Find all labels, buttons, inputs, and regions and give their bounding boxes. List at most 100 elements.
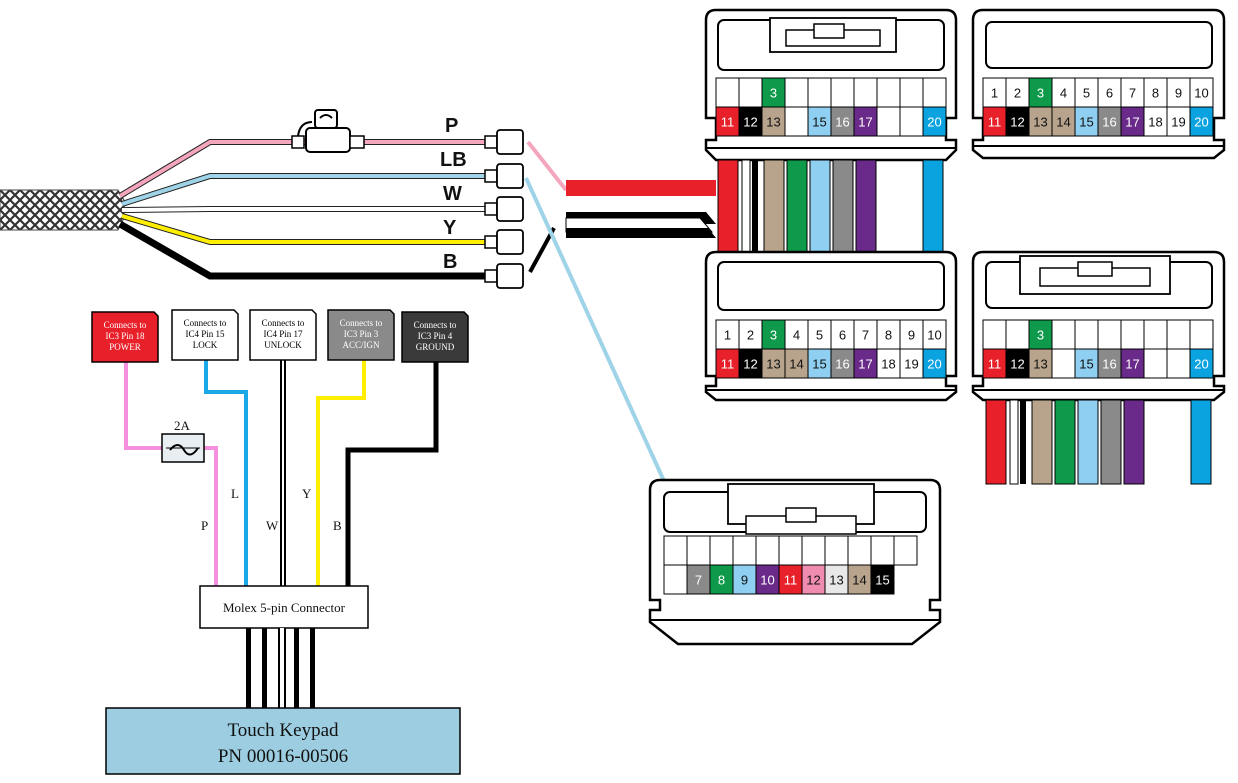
pin-number: 1 — [991, 86, 998, 101]
pin-number: 13 — [1033, 357, 1047, 372]
pin-number: 16 — [835, 115, 849, 130]
pin-number: 6 — [1106, 86, 1113, 101]
pin-number: 4 — [793, 328, 800, 343]
pin-number: 14 — [1056, 115, 1070, 130]
pin-cell — [663, 564, 688, 595]
pin-number: 5 — [816, 328, 823, 343]
terminal-w — [484, 196, 524, 222]
pin-cell — [893, 535, 918, 566]
terminal-p — [484, 129, 524, 155]
pin-cell — [922, 77, 947, 108]
pin-cell — [1120, 319, 1145, 350]
connect-box-ground — [401, 311, 469, 363]
molex-label: Molex 5-pin Connector — [223, 600, 346, 615]
pin-number: 4 — [1060, 86, 1067, 101]
wire-label-lb: LB — [440, 149, 467, 171]
connect-box-text: IC3 Pin 3 — [344, 329, 379, 339]
fuse-label: 2A — [174, 418, 191, 433]
pin-number: 20 — [1194, 115, 1208, 130]
pin-number: 13 — [1033, 115, 1047, 130]
pin-cell — [686, 535, 711, 566]
inline-fuse-icon — [291, 109, 365, 153]
pin-number: 11 — [988, 357, 1002, 372]
connect-box-text: IC3 Pin 18 — [105, 331, 145, 341]
bundle-wires — [565, 180, 716, 238]
connect-box-text: LOCK — [193, 340, 218, 350]
connect-box-power — [91, 311, 159, 363]
pin-number: 7 — [695, 573, 702, 588]
pin-number: 11 — [721, 357, 735, 372]
connect-box-text: Connects to — [414, 320, 457, 330]
pin-number: 5 — [1083, 86, 1090, 101]
pin-number: 9 — [1175, 86, 1182, 101]
pin-cell — [982, 319, 1007, 350]
pin-number: 2 — [747, 328, 754, 343]
pin-number: 12 — [743, 115, 757, 130]
pin-cell — [899, 77, 924, 108]
pin-number: 20 — [927, 115, 941, 130]
pin-cell — [847, 535, 872, 566]
keypad-part-number: PN 00016-00506 — [218, 746, 348, 767]
pin-number: 13 — [766, 357, 780, 372]
terminal-b — [484, 263, 524, 289]
pin-number: 15 — [1079, 357, 1093, 372]
connect-box-unlock — [249, 309, 317, 361]
fuse-2a-icon — [161, 433, 205, 463]
pin-number: 3 — [770, 328, 777, 343]
pin-cell — [663, 535, 688, 566]
lower-wire-label-p: P — [201, 518, 208, 533]
lower-wire-p — [124, 360, 164, 450]
pin-cell — [1005, 319, 1030, 350]
keypad-leads — [246, 628, 315, 708]
pin-number: 17 — [1125, 357, 1139, 372]
pin-number: 10 — [927, 328, 941, 343]
wire-lb — [121, 173, 485, 207]
pin-cell — [1189, 106, 1214, 137]
pin-number: 14 — [852, 573, 866, 588]
pin-number: 9 — [908, 328, 915, 343]
pin-number: 15 — [875, 573, 889, 588]
molex-connector — [199, 585, 369, 629]
pin-cell — [715, 77, 740, 108]
pin-cell — [876, 77, 901, 108]
keypad-wiring: 2A P L W Y B Molex 5-pin Connector Touch… — [105, 360, 461, 775]
connect-box-text: Connects to — [262, 318, 305, 328]
keypad-title: Touch Keypad — [227, 720, 339, 741]
wire-label-p: P — [445, 115, 458, 137]
pin-number: 8 — [1152, 86, 1159, 101]
pin-number: 14 — [789, 357, 803, 372]
lower-wire-label-b: B — [333, 518, 342, 533]
pin-cell — [870, 535, 895, 566]
pin-cell — [778, 535, 803, 566]
terminal-y — [484, 229, 524, 255]
pin-number: 7 — [862, 328, 869, 343]
pin-number: 10 — [1194, 86, 1208, 101]
pin-number: 8 — [885, 328, 892, 343]
pin-number: 8 — [718, 573, 725, 588]
pin-number: 19 — [904, 357, 918, 372]
pin-number: 16 — [1102, 115, 1116, 130]
connect-box-text: UNLOCK — [264, 340, 302, 350]
connect-box-text: Connects to — [184, 318, 227, 328]
pin-number: 11 — [721, 115, 735, 130]
pin-cell — [1143, 348, 1168, 379]
pin-cell — [1189, 348, 1214, 379]
lower-wire-label-l: L — [231, 486, 239, 501]
connect-box-text: Connects to — [340, 318, 383, 328]
connect-box-text: Connects to — [104, 320, 147, 330]
pin-number: 10 — [760, 573, 774, 588]
connect-box-text: IC4 Pin 15 — [185, 329, 225, 339]
lower-wire-label-y: Y — [302, 486, 312, 501]
pin-cell — [1166, 348, 1191, 379]
pin-number: 18 — [1148, 115, 1162, 130]
pin-cell — [1051, 319, 1076, 350]
lower-wire-y — [316, 360, 366, 588]
connect-box-accign — [327, 309, 395, 361]
spade-terminals — [484, 129, 524, 289]
pin-cell — [807, 77, 832, 108]
pin-number: 12 — [743, 357, 757, 372]
